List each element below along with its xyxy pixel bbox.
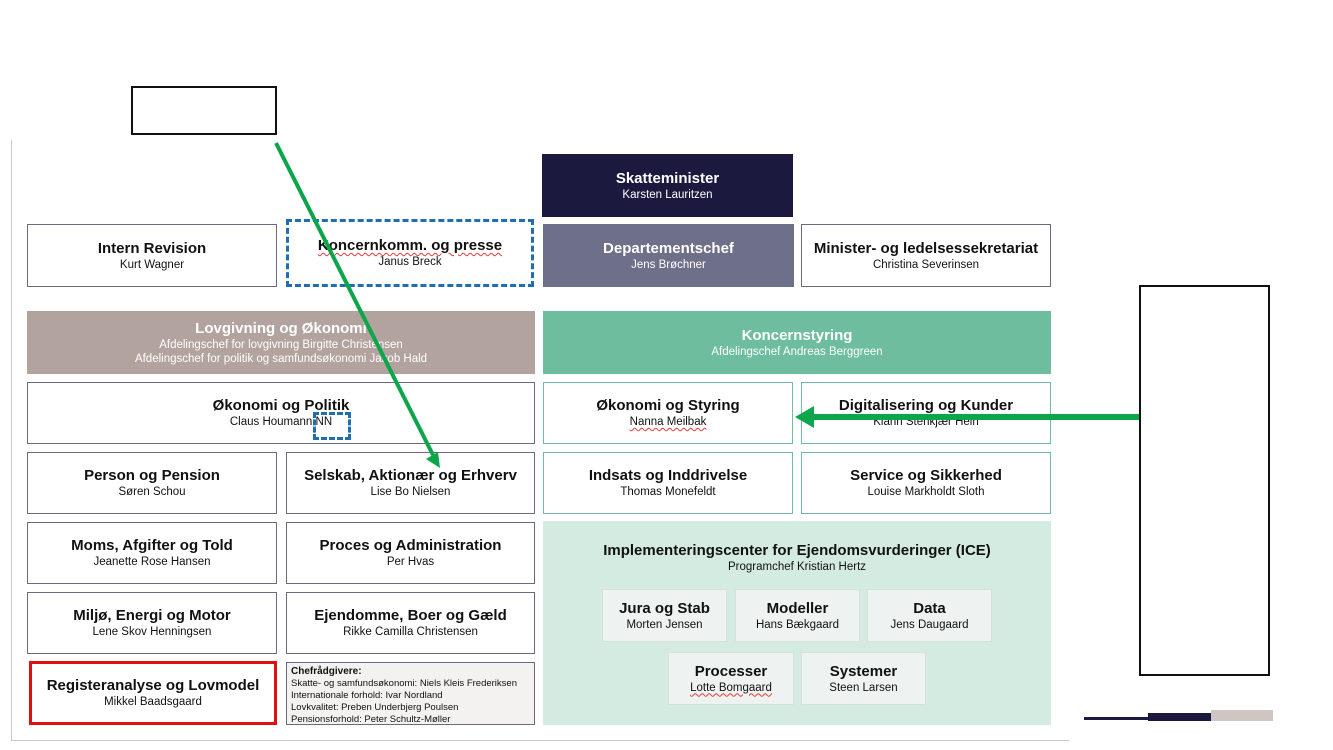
proces-name: Per Hvas — [386, 556, 435, 568]
koncernstyring-line1: Afdelingschef Andreas Berggreen — [711, 345, 883, 358]
intern-revision-box: Intern Revision Kurt Wagner — [27, 224, 277, 287]
minister-title: Skatteminister — [615, 169, 720, 187]
person-pension-title: Person og Pension — [84, 467, 220, 484]
ice-unit-modeller: Modeller Hans Bækgaard — [735, 589, 860, 642]
ice-subtitle: Programchef Kristian Hertz — [727, 561, 867, 573]
koncernkomm-box: Koncernkomm. og presse Janus Breck — [286, 219, 534, 287]
ice-unit-jura-title: Jura og Stab — [619, 599, 710, 617]
chefraadgivere-line: Pensionsforhold: Peter Schultz-Møller — [291, 714, 451, 725]
ice-unit-jura-name: Morten Jensen — [626, 618, 703, 631]
lovgivning-line1: Afdelingschef for lovgivning Birgitte Ch… — [159, 338, 403, 351]
chefraadgivere-box: Chefrådgivere: Skatte- og samfundsøkonom… — [286, 662, 535, 725]
chefraadgivere-line: Skatte- og samfundsøkonomi: Niels Kleis … — [291, 678, 517, 689]
ice-unit-data-title: Data — [913, 599, 946, 617]
registeranalyse-title: Registeranalyse og Lovmodel — [46, 677, 260, 694]
minister-name: Karsten Lauritzen — [622, 188, 713, 201]
ice-unit-modeller-title: Modeller — [766, 599, 829, 617]
minister-sekretariat-title: Minister- og ledelsessekretariat — [813, 239, 1039, 257]
ice-title: Implementeringscenter for Ejendomsvurder… — [603, 542, 991, 559]
ice-unit-data: Data Jens Daugaard — [867, 589, 992, 642]
intern-revision-name: Kurt Wagner — [119, 258, 185, 271]
moms-box: Moms, Afgifter og Told Jeanette Rose Han… — [27, 522, 277, 584]
frame-bottom-line — [11, 740, 1069, 741]
annotation-box-right[interactable] — [1139, 285, 1270, 676]
person-pension-name: Søren Schou — [118, 486, 186, 498]
lovgivning-title: Lovgivning og Økonomi — [195, 319, 367, 337]
oekonomi-politik-box: Økonomi og Politik Claus Houmann NN — [27, 382, 535, 444]
proces-box: Proces og Administration Per Hvas — [286, 522, 535, 584]
miljoe-title: Miljø, Energi og Motor — [73, 607, 231, 624]
person-pension-box: Person og Pension Søren Schou — [27, 452, 277, 514]
oekonomi-styring-name-wrap: Nanna Meilbak — [630, 415, 707, 429]
lovgivning-header: Lovgivning og Økonomi Afdelingschef for … — [27, 311, 535, 374]
digitalisering-box: Digitalisering og Kunder Kiann Stenkjær … — [801, 382, 1051, 444]
oekonomi-styring-title: Økonomi og Styring — [596, 397, 740, 414]
registeranalyse-box: Registeranalyse og Lovmodel Mikkel Baads… — [29, 661, 277, 725]
annotation-box-top-left[interactable] — [131, 86, 277, 135]
chefraadgivere-line: Internationale forhold: Ivar Nordland — [291, 690, 443, 701]
ice-unit-processer: Processer Lotte Bomgaard — [668, 652, 794, 705]
intern-revision-title: Intern Revision — [97, 239, 207, 257]
selskab-title: Selskab, Aktionær og Erhverv — [304, 467, 517, 484]
departementschef-name: Jens Brøchner — [631, 258, 706, 271]
decor-bar-thin — [1084, 717, 1150, 720]
ice-unit-processer-title: Processer — [694, 662, 768, 680]
indsats-box: Indsats og Inddrivelse Thomas Monefeldt — [543, 452, 793, 514]
selskab-box: Selskab, Aktionær og Erhverv Lise Bo Nie… — [286, 452, 535, 514]
proces-title: Proces og Administration — [319, 537, 502, 554]
service-box: Service og Sikkerhed Louise Markholdt Sl… — [801, 452, 1051, 514]
departementschef-title: Departementschef — [603, 239, 734, 257]
frame-left-line — [11, 140, 12, 740]
koncernstyring-title: Koncernstyring — [741, 326, 853, 344]
service-name: Louise Markholdt Sloth — [867, 486, 985, 498]
oekonomi-politik-name: Claus Houmann — [229, 416, 313, 428]
miljoe-name: Lene Skov Henningsen — [92, 626, 212, 638]
ice-unit-processer-name: Lotte Bomgaard — [690, 681, 772, 694]
ice-header: Implementeringscenter for Ejendomsvurder… — [543, 542, 1051, 574]
ice-unit-jura: Jura og Stab Morten Jensen — [602, 589, 727, 642]
moms-title: Moms, Afgifter og Told — [71, 537, 233, 554]
ice-unit-modeller-name: Hans Bækgaard — [755, 618, 840, 631]
ice-unit-systemer-name: Steen Larsen — [829, 681, 898, 694]
digitalisering-name: Kiann Stenkjær Hein — [873, 416, 979, 428]
indsats-name: Thomas Monefeldt — [620, 486, 716, 498]
minister-box: Skatteminister Karsten Lauritzen — [542, 154, 793, 217]
miljoe-box: Miljø, Energi og Motor Lene Skov Henning… — [27, 592, 277, 654]
koncernkomm-name: Janus Breck — [378, 256, 442, 268]
chefraadgivere-line: Lovkvalitet: Preben Underbjerg Poulsen — [291, 702, 459, 713]
minister-sekretariat-box: Minister- og ledelsessekretariat Christi… — [801, 224, 1051, 287]
oekonomi-styring-name: Nanna Meilbak — [629, 416, 707, 428]
registeranalyse-name: Mikkel Baadsgaard — [104, 696, 202, 708]
minister-sekretariat-name: Christina Severinsen — [872, 258, 980, 271]
decor-bar-thick — [1148, 713, 1211, 721]
ejendomme-title: Ejendomme, Boer og Gæld — [314, 607, 507, 624]
ice-unit-data-name: Jens Daugaard — [890, 618, 969, 631]
ice-unit-processer-name-wrap: Lotte Bomgaard — [690, 681, 772, 695]
service-title: Service og Sikkerhed — [850, 467, 1002, 484]
digitalisering-title: Digitalisering og Kunder — [838, 397, 1014, 414]
nn-dashed-highlight — [313, 412, 351, 440]
chefraadgivere-title: Chefrådgivere: — [291, 666, 362, 677]
koncernkomm-title: Koncernkomm. og presse — [318, 237, 502, 255]
koncernstyring-header: Koncernstyring Afdelingschef Andreas Ber… — [543, 311, 1051, 374]
koncernkomm-title-text: Koncernkomm. og presse — [317, 237, 503, 254]
ejendomme-box: Ejendomme, Boer og Gæld Rikke Camilla Ch… — [286, 592, 535, 654]
lovgivning-line2: Afdelingschef for politik og samfundsøko… — [134, 352, 428, 365]
decor-bar-pale — [1211, 710, 1273, 721]
moms-name: Jeanette Rose Hansen — [93, 556, 211, 568]
ejendomme-name: Rikke Camilla Christensen — [343, 626, 478, 638]
departementschef-box: Departementschef Jens Brøchner — [543, 224, 794, 287]
oekonomi-styring-box: Økonomi og Styring Nanna Meilbak — [543, 382, 793, 444]
selskab-name: Lise Bo Nielsen — [370, 486, 451, 498]
ice-unit-systemer: Systemer Steen Larsen — [801, 652, 926, 705]
ice-unit-systemer-title: Systemer — [829, 662, 898, 680]
indsats-title: Indsats og Inddrivelse — [588, 467, 748, 484]
